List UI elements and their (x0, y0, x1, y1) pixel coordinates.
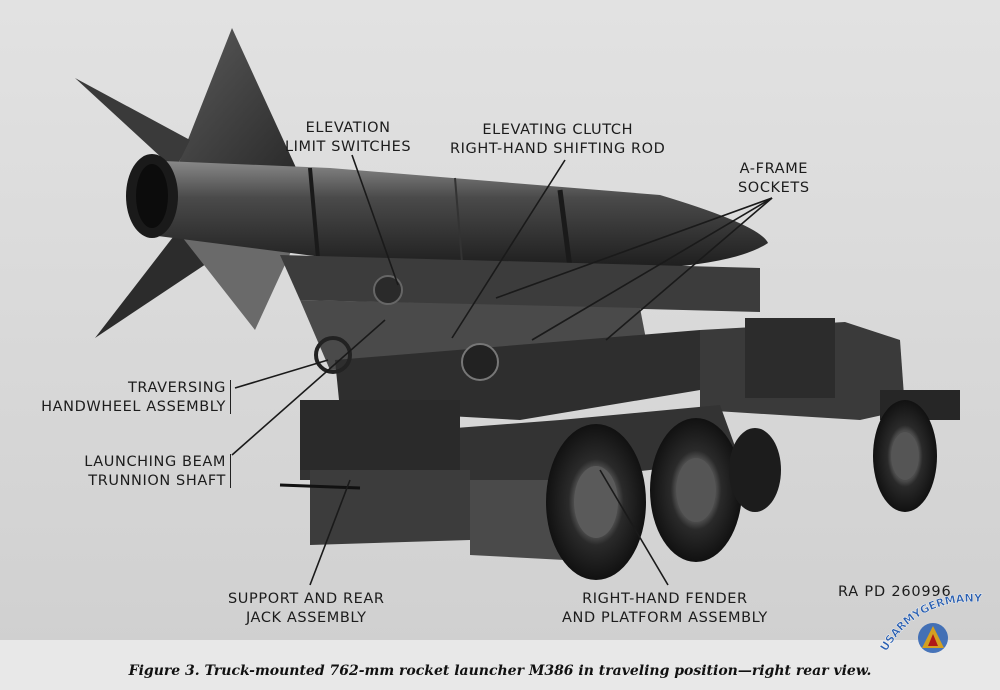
usarmygermany-watermark-logo: USARMYGERMANY.COM (878, 590, 983, 654)
label-line: ELEVATING CLUTCH (482, 122, 634, 138)
plate-number: RA PD 260996 (838, 584, 952, 600)
elevating-clutch-label: ELEVATING CLUTCH RIGHT-HAND SHIFTING ROD (450, 121, 665, 159)
support-rear-jack-label: SUPPORT AND REAR JACK ASSEMBLY (228, 590, 385, 628)
bracket-divider (226, 454, 231, 488)
label-line: A-FRAME (739, 161, 809, 177)
label-line: LAUNCHING BEAM (84, 454, 226, 470)
traversing-handwheel-label: TRAVERSING HANDWHEEL ASSEMBLY (30, 379, 226, 417)
launching-beam-label: LAUNCHING BEAM TRUNNION SHAFT (30, 453, 226, 491)
right-hand-fender-label: RIGHT-HAND FENDER AND PLATFORM ASSEMBLY (562, 590, 768, 628)
label-line: SOCKETS (738, 180, 810, 196)
elevation-limit-switches-label: ELEVATION LIMIT SWITCHES (285, 119, 411, 157)
bracket-divider (226, 380, 231, 414)
label-line: HANDWHEEL ASSEMBLY (41, 399, 226, 415)
label-line: LIMIT SWITCHES (285, 139, 412, 155)
a-frame-sockets-label: A-FRAME SOCKETS (738, 160, 810, 198)
label-line: ELEVATION (305, 120, 391, 136)
label-line: TRAVERSING (127, 380, 226, 396)
label-line: AND PLATFORM ASSEMBLY (562, 610, 768, 626)
label-line: TRUNNION SHAFT (88, 473, 226, 489)
label-line: SUPPORT AND REAR (228, 591, 385, 607)
label-line: RIGHT-HAND SHIFTING ROD (450, 141, 666, 157)
figure-caption: Figure 3. Truck-mounted 762-mm rocket la… (128, 663, 872, 679)
label-line: RIGHT-HAND FENDER (582, 591, 748, 607)
label-line: JACK ASSEMBLY (245, 610, 367, 626)
